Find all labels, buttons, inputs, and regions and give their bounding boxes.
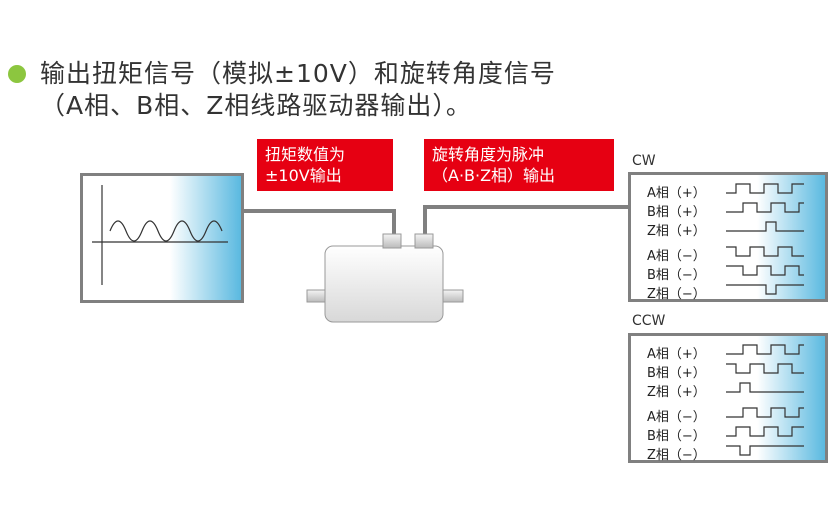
ccw-signal-z-minus: Z相（−） — [647, 448, 706, 463]
cw-wave-a-plus — [726, 183, 804, 194]
ccw-signal-b-plus: B相（+） — [647, 366, 706, 381]
torque-sensor — [306, 233, 464, 323]
cw-signal-panel: A相（+） B相（+） Z相（+） A相（−） B相（−） Z相（−） — [628, 172, 828, 302]
ccw-label: CCW — [632, 313, 666, 329]
oscilloscope-screen — [80, 173, 244, 303]
cw-pulse-waveforms — [726, 183, 804, 295]
angle-label-line-1: 旋转角度为脉冲 — [432, 145, 545, 164]
ccw-wave-b-minus — [726, 426, 804, 437]
sensor-connector-1 — [382, 233, 402, 249]
ccw-signal-a-plus: A相（+） — [647, 347, 706, 362]
cw-signal-a-minus: A相（−） — [647, 249, 706, 264]
cw-wave-z-plus — [726, 221, 804, 232]
ccw-wave-a-minus — [726, 407, 804, 418]
ccw-signal-a-minus: A相（−） — [647, 410, 706, 425]
bullet-dot — [8, 65, 26, 83]
ccw-wave-b-plus — [726, 363, 804, 374]
heading-line-2: （A相、B相、Z相线路驱动器输出）。 — [40, 91, 472, 120]
line-sensor-to-cw-h — [423, 205, 631, 209]
sensor-body — [324, 245, 444, 323]
line-screen-to-sensor-h — [244, 209, 396, 213]
cw-signal-b-plus: B相（+） — [647, 205, 706, 220]
ccw-wave-z-minus — [726, 445, 804, 456]
ccw-signal-z-plus: Z相（+） — [647, 385, 706, 400]
sensor-connector-2 — [414, 233, 434, 249]
ccw-wave-a-plus — [726, 344, 804, 355]
cw-wave-b-minus — [726, 265, 804, 276]
cw-signal-z-minus: Z相（−） — [647, 287, 706, 302]
ccw-wave-z-plus — [726, 382, 804, 393]
angle-label-line-2: （A·B·Z相）输出 — [432, 166, 556, 185]
torque-label-line-2: ±10V输出 — [265, 166, 342, 185]
cw-wave-b-plus — [726, 202, 804, 213]
heading-line-1: 输出扭矩信号（模拟±10V）和旋转角度信号 — [40, 59, 556, 88]
cw-signal-z-plus: Z相（+） — [647, 224, 706, 239]
ccw-signal-panel: A相（+） B相（+） Z相（+） A相（−） B相（−） Z相（−） — [628, 333, 828, 463]
torque-output-label: 扭矩数值为 ±10V输出 — [257, 139, 393, 191]
ccw-signal-b-minus: B相（−） — [647, 429, 706, 444]
angle-output-label: 旋转角度为脉冲 （A·B·Z相）输出 — [424, 139, 614, 191]
cw-signal-a-plus: A相（+） — [647, 186, 706, 201]
torque-label-line-1: 扭矩数值为 — [265, 145, 346, 164]
sine-wave-plot — [92, 185, 228, 285]
line-screen-to-sensor-v — [392, 209, 396, 235]
cw-wave-a-minus — [726, 246, 804, 257]
line-sensor-to-cw-v — [423, 205, 427, 235]
ccw-pulse-waveforms — [726, 344, 804, 456]
cw-signal-b-minus: B相（−） — [647, 268, 706, 283]
sine-wave — [109, 220, 223, 242]
cw-wave-z-minus — [726, 284, 804, 295]
cw-label: CW — [632, 153, 656, 169]
